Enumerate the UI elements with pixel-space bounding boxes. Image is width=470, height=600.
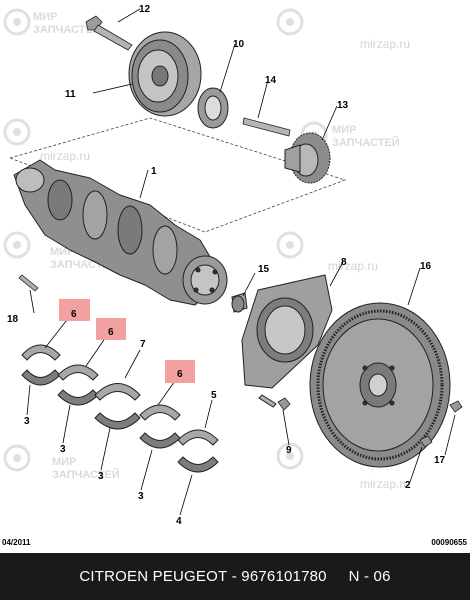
highlight-box [96,318,126,340]
leader-lines [26,8,456,516]
callout-6: 6 [108,327,114,338]
callout-16: 16 [420,261,432,272]
callout-6: 6 [71,309,77,320]
watermark-line1: МИР [332,124,356,136]
callout-5: 5 [211,390,217,401]
watermark-logo [3,118,31,146]
callout-18: 18 [7,314,19,325]
watermark-logo [276,442,304,470]
main-bearing-shell [139,404,181,449]
callout-labels: 12 11 10 14 13 1 18 15 8 16 9 2 17 6 6 6… [7,4,446,527]
callout-6: 6 [177,369,183,380]
main-bearing-shell [57,364,99,406]
callout-12: 12 [139,4,151,15]
callout-11: 11 [65,89,76,100]
callout-3: 3 [60,444,66,455]
callout-17: 17 [434,455,446,466]
callout-3: 3 [98,471,104,482]
caption-brand: CITROEN PEUGEOT [79,568,228,585]
caption-diagram-code: N - 06 [348,568,391,585]
watermark-url: mirzap.ru [360,477,410,491]
crankshaft [13,159,228,306]
timing-pin [242,117,291,137]
callout-14: 14 [265,75,277,86]
watermark-url: mirzap.ru [40,149,90,163]
watermark-logo: МИР ЗАПЧАСТЕЙ [3,8,101,36]
callout-15: 15 [258,264,270,275]
front-oil-seal [197,87,229,129]
watermark-line2: ЗАПЧАСТЕЙ [52,468,120,481]
callout-10: 10 [233,39,245,50]
caption-bar: CITROEN PEUGEOT - 9676101780 N - 06 [0,553,470,600]
pilot-bush [231,292,248,313]
callout-13: 13 [337,100,349,111]
rear-seal-housing [241,274,333,408]
timing-sprocket [284,132,331,184]
thrust-bearing-shell [94,383,141,430]
callout-3: 3 [138,491,144,502]
highlight-box [165,360,195,383]
flywheel-bolt [419,435,433,448]
parts-diagram: МИР ЗАПЧАСТЕЙ mirzap.ru mirzap.ru МИР ЗА… [3,4,463,527]
callout-1: 1 [151,166,157,177]
watermark-logo: МИР ЗАПЧАСТЕЙ [300,121,400,149]
assembly-outline [8,117,347,233]
callout-7: 7 [140,339,146,350]
main-bearing-shell [21,344,61,386]
caption-part-number: 9676101780 [241,568,327,585]
watermark-line2: ЗАПЧАСТЕЙ [33,23,101,36]
caption-separator: - [227,568,242,585]
crank-pulley [128,31,202,117]
caption-spacer [327,568,349,585]
watermark-line1: МИР [52,456,76,468]
highlight-box [59,299,90,321]
callout-9: 9 [286,445,292,456]
flywheel [309,302,451,468]
callout-4: 4 [176,516,182,527]
watermark-url: mirzap.ru [360,37,410,51]
woodruff-key [18,274,39,292]
housing-bolt [277,397,291,411]
watermark-line2: ЗАПЧАСТЕЙ [332,136,400,149]
watermark-logo: МИР ЗАПЧАСТЕЙ [3,444,120,481]
main-bearing-shell [177,429,219,473]
callout-3: 3 [24,416,30,427]
watermark-url: mirzap.ru [328,259,378,273]
callout-8: 8 [341,257,347,268]
flywheel-bolt [449,400,463,413]
watermark-logo [276,8,304,36]
callout-2: 2 [405,480,411,491]
diagram-reference: 00090655 [431,538,467,547]
watermark-logo [276,231,304,259]
watermark-line1: МИР [33,11,57,23]
watermark-layer: МИР ЗАПЧАСТЕЙ mirzap.ru mirzap.ru МИР ЗА… [3,8,410,491]
crank-pulley-bolt [85,15,133,51]
diagram-date: 04/2011 [2,538,31,547]
